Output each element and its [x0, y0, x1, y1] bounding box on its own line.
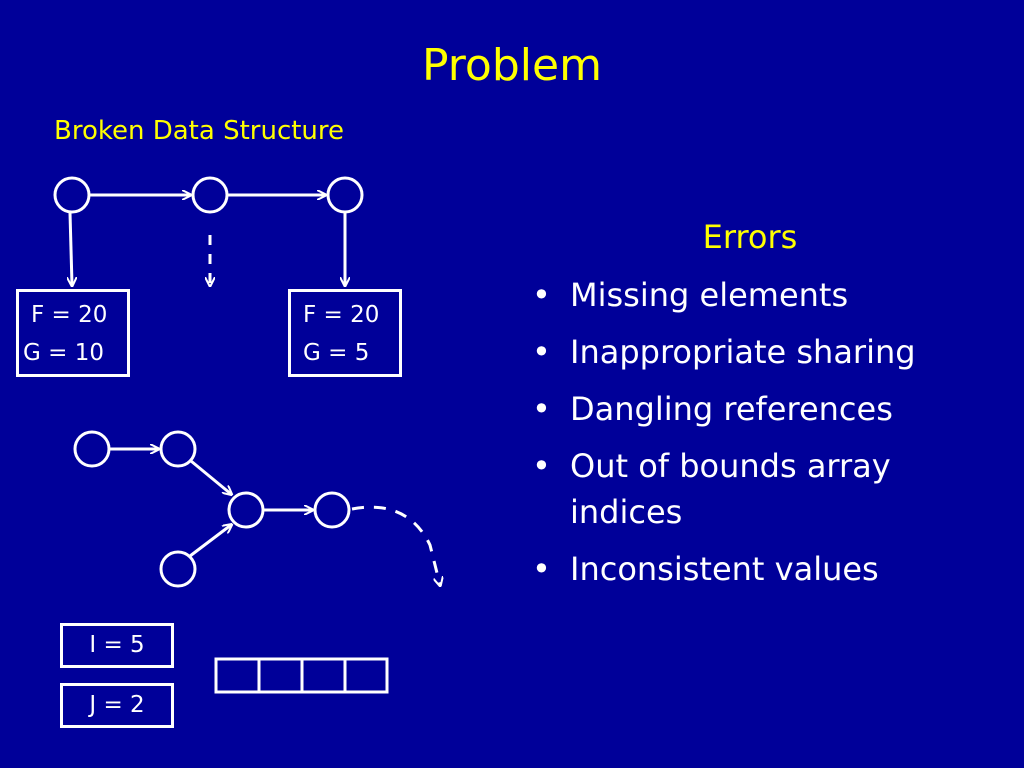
graph-node-e [159, 550, 197, 588]
error-item: •Out of bounds array indices [530, 443, 970, 535]
graph-link-e-shared [189, 525, 231, 558]
record-right-f: F = 20 [303, 302, 380, 328]
diagram-subtitle: Broken Data Structure [54, 116, 345, 146]
record-right-g: G = 5 [303, 340, 370, 366]
bullet-icon: • [532, 333, 551, 371]
variable-i-value: I = 5 [89, 632, 145, 658]
variable-j-box: J = 2 [60, 683, 174, 728]
record-left-f: F = 20 [31, 302, 108, 328]
graph-node-d [313, 491, 351, 529]
graph-node-shared [227, 491, 265, 529]
error-item: •Inappropriate sharing [530, 329, 970, 375]
variable-i-box: I = 5 [60, 623, 174, 668]
top-node-3 [326, 176, 364, 214]
bullet-icon: • [532, 550, 551, 588]
error-item: •Inconsistent values [530, 546, 970, 592]
graph-dangling-link [351, 505, 440, 585]
graph-link-b-shared [190, 459, 231, 494]
top-node-1 [53, 176, 91, 214]
record-box-left: F = 20 G = 10 [16, 289, 130, 377]
bullet-icon: • [532, 447, 551, 485]
error-item: •Dangling references [530, 386, 970, 432]
bullet-icon: • [532, 390, 551, 428]
graph-node-a [73, 430, 111, 468]
graph-node-b [159, 430, 197, 468]
error-list: •Missing elements •Inappropriate sharing… [530, 272, 970, 603]
error-item: •Missing elements [530, 272, 970, 318]
errors-heading: Errors [702, 218, 798, 256]
variable-j-value: J = 2 [89, 692, 145, 718]
record-box-right: F = 20 G = 5 [288, 289, 402, 377]
bullet-icon: • [532, 276, 551, 314]
slide-title: Problem [422, 40, 602, 91]
record-left-g: G = 10 [23, 340, 104, 366]
node1-to-box-pointer [70, 212, 72, 285]
top-node-2 [191, 176, 229, 214]
